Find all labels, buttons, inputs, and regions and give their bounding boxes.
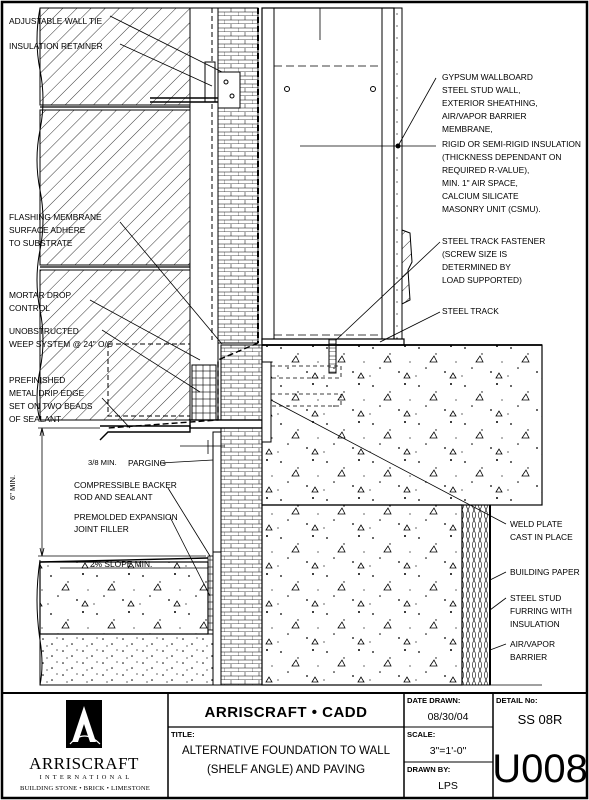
dimension-slope: 2% SLOPE MIN. bbox=[90, 559, 152, 569]
logo-wordmark: ARRISCRAFT bbox=[29, 754, 139, 773]
label-steel-stud: STEEL STUD bbox=[510, 593, 561, 603]
steel-stud-furring bbox=[461, 504, 491, 686]
title-block: ARRISCRAFT INTERNATIONAL BUILDING STONE … bbox=[2, 692, 588, 798]
stone-veneer-lower bbox=[39, 269, 191, 421]
label-air-vapor: AIR/VAPOR bbox=[510, 639, 555, 649]
gypsum-wallboard bbox=[393, 7, 403, 344]
label-determined-by: DETERMINED BY bbox=[442, 262, 511, 272]
label-premolded-expansion: PREMOLDED EXPANSION bbox=[74, 512, 178, 522]
scale-value: 3"=1'-0" bbox=[430, 745, 467, 757]
granular-base bbox=[39, 633, 214, 686]
label-furring-with: FURRING WITH bbox=[510, 606, 572, 616]
arriscraft-logo: ARRISCRAFT INTERNATIONAL BUILDING STONE … bbox=[20, 700, 150, 792]
label-rigid-insulation: RIGID OR SEMI-RIGID INSULATION bbox=[442, 139, 581, 149]
label-mortar-drop: MORTAR DROP bbox=[9, 290, 71, 300]
label-steel-track: STEEL TRACK bbox=[442, 306, 499, 316]
label-weep-system: WEEP SYSTEM @ 24" O/C bbox=[9, 339, 113, 349]
detail-code: SS 08R bbox=[518, 712, 563, 727]
parging bbox=[212, 431, 222, 686]
label-masonry-unit: MASONRY UNIT (CSMU). bbox=[442, 204, 541, 214]
detail-number-label: DETAIL No: bbox=[496, 696, 537, 705]
label-parging: PARGING bbox=[128, 458, 166, 468]
drawing-title-line2: (SHELF ANGLE) AND PAVING bbox=[207, 764, 365, 776]
label-required-r-value: REQUIRED R-VALUE), bbox=[442, 165, 529, 175]
label-exterior-sheathing: EXTERIOR SHEATHING, bbox=[442, 98, 538, 108]
label-flashing-membrane: FLASHING MEMBRANE bbox=[9, 212, 102, 222]
adjustable-wall-tie bbox=[150, 61, 241, 109]
label-membrane: MEMBRANE, bbox=[442, 124, 493, 134]
label-gypsum-wallboard: GYPSUM WALLBOARD bbox=[442, 72, 533, 82]
label-of-sealant: OF SEALANT bbox=[9, 414, 61, 424]
drawing-title-line1: ALTERNATIVE FOUNDATION TO WALL bbox=[182, 745, 391, 757]
label-insulation-retainer: INSULATION RETAINER bbox=[9, 41, 103, 51]
paving-slab bbox=[39, 561, 209, 635]
label-min-air-space: MIN. 1" AIR SPACE, bbox=[442, 178, 518, 188]
label-cast-in-place: CAST IN PLACE bbox=[510, 532, 573, 542]
concrete-foundation-wall bbox=[261, 504, 463, 686]
label-unobstructed: UNOBSTRUCTED bbox=[9, 326, 79, 336]
label-weld-plate: WELD PLATE bbox=[510, 519, 563, 529]
logo-tagline: BUILDING STONE • BRICK • LIMESTONE bbox=[20, 785, 150, 792]
label-insulation: INSULATION bbox=[510, 619, 560, 629]
label-load-supported: LOAD SUPPORTED) bbox=[442, 275, 522, 285]
date-drawn-value: 08/30/04 bbox=[428, 711, 469, 723]
detail-number: U008 bbox=[492, 747, 588, 791]
section-drawing bbox=[36, 7, 543, 686]
scale-label: SCALE: bbox=[407, 730, 435, 739]
label-steel-track-fastener: STEEL TRACK FASTENER bbox=[442, 236, 545, 246]
label-control: CONTROL bbox=[9, 303, 50, 313]
label-barrier: BARRIER bbox=[510, 652, 547, 662]
steel-stud-cavity bbox=[261, 7, 395, 344]
label-air-vapor-barrier: AIR/VAPOR BARRIER bbox=[442, 111, 527, 121]
label-steel-stud-wall: STEEL STUD WALL, bbox=[442, 85, 521, 95]
stone-veneer-middle bbox=[39, 109, 191, 266]
label-set-on-two-beads: SET ON TWO BEADS bbox=[9, 401, 93, 411]
title-label: TITLE: bbox=[171, 730, 195, 739]
label-screw-size: (SCREW SIZE IS bbox=[442, 249, 508, 259]
brand-title: ARRISCRAFT • CADD bbox=[205, 704, 368, 721]
label-metal-drip-edge: METAL DRIP EDGE bbox=[9, 388, 85, 398]
label-joint-filler: JOINT FILLER bbox=[74, 524, 129, 534]
weld-plate bbox=[261, 361, 272, 443]
label-prefinished: PREFINISHED bbox=[9, 375, 65, 385]
label-rod-and-sealant: ROD AND SEALANT bbox=[74, 492, 153, 502]
date-drawn-label: DATE DRAWN: bbox=[407, 696, 460, 705]
drawn-by-value: LPS bbox=[438, 780, 458, 792]
label-adjustable-wall-tie: ADJUSTABLE WALL TIE bbox=[9, 16, 102, 26]
stone-veneer-upper bbox=[39, 7, 191, 106]
dimension-min-gap: 3/8 MIN. bbox=[88, 458, 117, 467]
rigid-insulation bbox=[217, 7, 259, 344]
label-to-substrate: TO SUBSTRATE bbox=[9, 238, 73, 248]
drawn-by-label: DRAWN BY: bbox=[407, 765, 450, 774]
brick-below-shelf bbox=[220, 344, 263, 686]
dimension-height-min: 6" MIN. bbox=[8, 475, 17, 500]
left-callouts: ADJUSTABLE WALL TIE INSULATION RETAINER … bbox=[9, 16, 178, 534]
right-callouts: GYPSUM WALLBOARD STEEL STUD WALL, EXTERI… bbox=[442, 72, 581, 662]
logo-international: INTERNATIONAL bbox=[40, 774, 133, 781]
label-surface-adhere: SURFACE ADHERE bbox=[9, 225, 86, 235]
label-thickness-dependant: (THICKNESS DEPENDANT ON bbox=[442, 152, 561, 162]
label-calcium-silicate: CALCIUM SILICATE bbox=[442, 191, 519, 201]
label-building-paper: BUILDING PAPER bbox=[510, 567, 580, 577]
label-compressible-backer: COMPRESSIBLE BACKER bbox=[74, 480, 177, 490]
concrete-slab bbox=[261, 344, 543, 506]
